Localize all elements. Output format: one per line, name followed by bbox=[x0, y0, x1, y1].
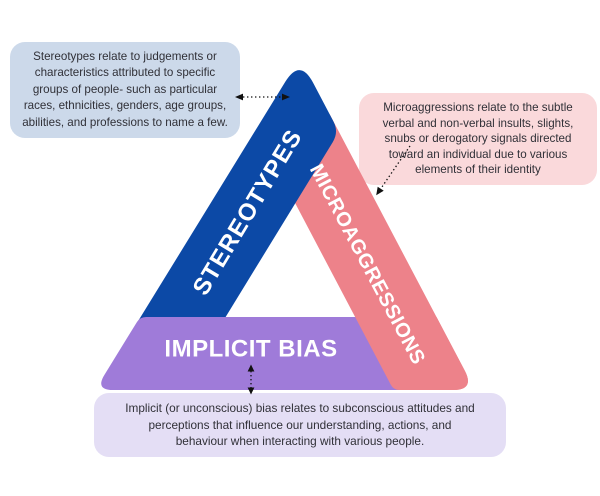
dotted-line bbox=[377, 145, 411, 193]
callout-text-line: Implicit (or unconscious) bias relates t… bbox=[125, 401, 475, 415]
callout-text-line: characteristics attributed to specific bbox=[34, 66, 216, 80]
arrowhead-left-icon bbox=[235, 93, 243, 101]
callout-text-line: snubs or derogatory signals directed bbox=[384, 132, 572, 146]
callout-text-line: elements of their identity bbox=[415, 163, 541, 177]
stereotypes-bar bbox=[119, 70, 337, 351]
stereotypes-connector-arrow bbox=[235, 93, 290, 101]
arrowhead-up-icon bbox=[247, 364, 255, 372]
arrowhead-right-icon bbox=[282, 93, 290, 101]
implicit-bias-callout: Implicit (or unconscious) bias relates t… bbox=[94, 393, 506, 457]
callout-text-line: behaviour when interacting with various … bbox=[175, 434, 425, 449]
stereotypes-callout: Stereotypes relate to judgements or char… bbox=[10, 42, 240, 139]
microaggressions-bar-overlap bbox=[355, 317, 468, 390]
implicit-bias-label: IMPLICIT BIAS bbox=[164, 335, 337, 362]
implicit-bias-connector-arrow bbox=[247, 364, 255, 395]
callout-text-line: perceptions that influence our understan… bbox=[148, 417, 452, 432]
callout-text-line: Stereotypes relate to judgements or bbox=[33, 50, 217, 63]
arrowhead-icon bbox=[376, 186, 384, 196]
arrowhead-down-icon bbox=[247, 387, 255, 395]
callout-text-line: abilities, and professions to name a few… bbox=[22, 115, 228, 129]
microaggressions-connector-arrow bbox=[376, 145, 411, 196]
callout-text-line: toward an individual due to various bbox=[388, 147, 568, 161]
microaggressions-callout: Microaggressions relate to the subtle ve… bbox=[359, 93, 597, 185]
callout-text-line: Microaggressions relate to the subtle bbox=[383, 101, 573, 114]
implicit-bias-bar bbox=[101, 317, 430, 390]
callout-text-line: groups of people- such as particular bbox=[32, 82, 218, 96]
callout-text-line: verbal and non-verbal insults, slights, bbox=[382, 116, 574, 130]
callout-text-line: races, ethnicities, genders, age groups, bbox=[23, 99, 227, 113]
